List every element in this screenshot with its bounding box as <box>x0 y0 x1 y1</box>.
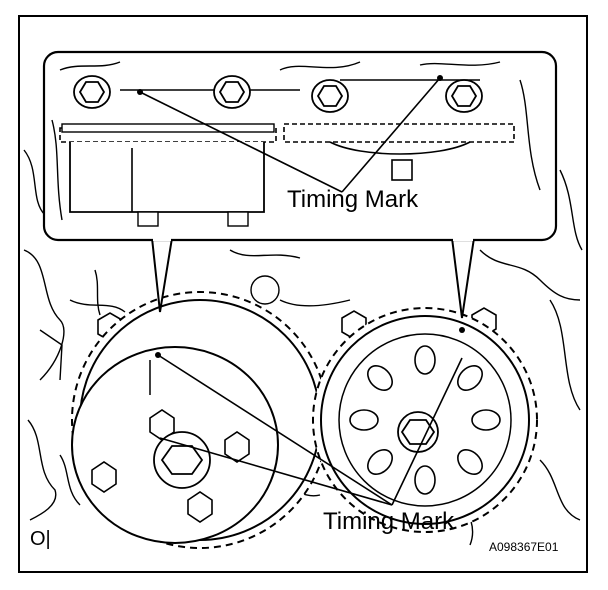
corner-mark: O| <box>30 528 51 550</box>
bottom-callout-lines <box>157 354 463 506</box>
center-bolt <box>400 419 436 445</box>
gear-bolt <box>91 461 117 493</box>
center-bolt <box>160 445 204 475</box>
detail-inset <box>42 50 558 319</box>
engine-background <box>23 149 583 546</box>
timing-mark-label-bottom: Timing Mark <box>323 508 455 535</box>
left-camshaft-gear <box>71 291 329 549</box>
timing-dot-right <box>459 327 465 333</box>
gear-bolt <box>149 409 175 441</box>
timing-mark-label-top: Timing Mark <box>287 186 419 213</box>
gear-bolt <box>224 431 250 463</box>
right-camshaft-gear <box>312 307 538 533</box>
gear-bolt <box>187 491 213 523</box>
figure-reference-code: A098367E01 <box>489 540 559 554</box>
